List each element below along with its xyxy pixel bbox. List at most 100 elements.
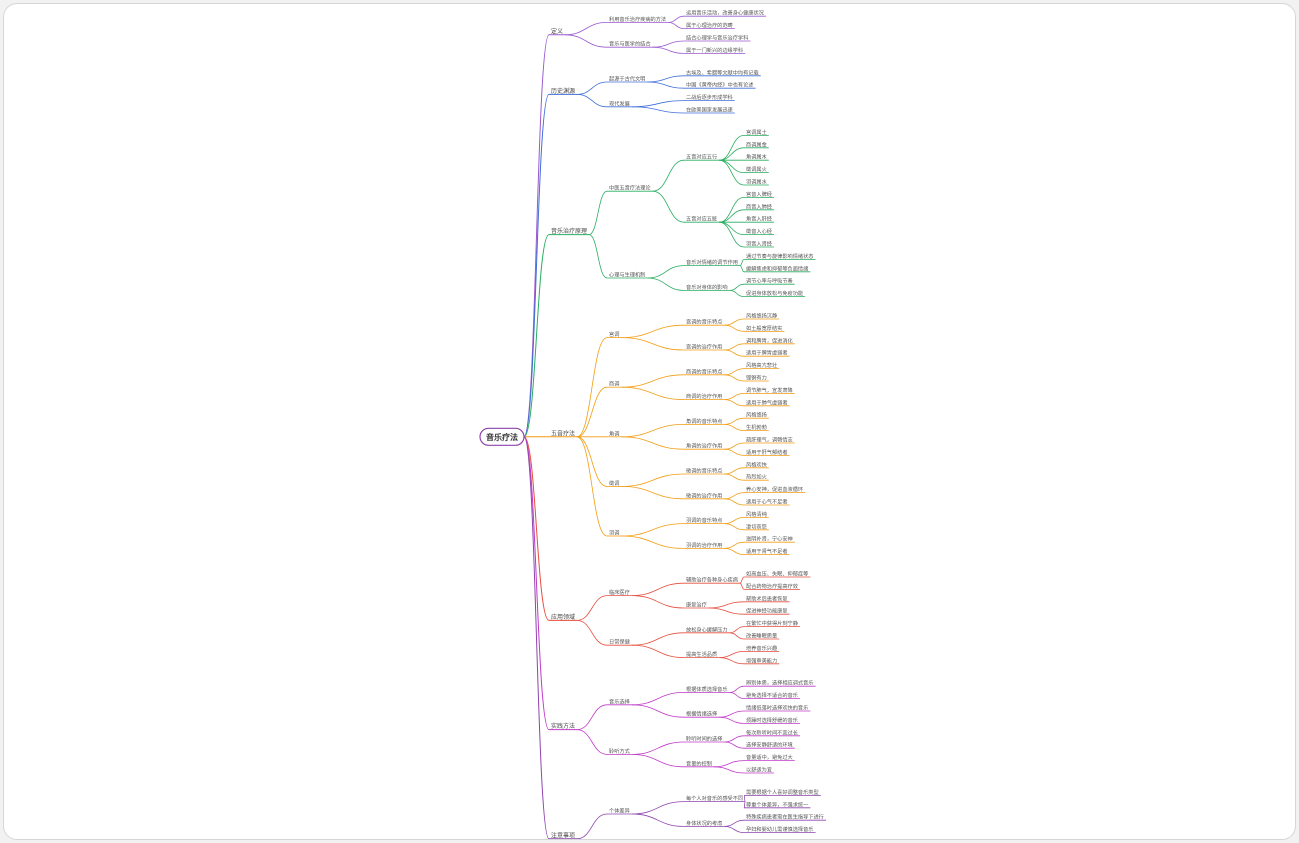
topic-node-label[interactable]: 临床医疗 [609, 588, 630, 596]
leaf-node-label[interactable]: 需要根据个人喜好调整音乐类型 [746, 788, 819, 796]
topic-node-label[interactable]: 音量的控制 [686, 759, 712, 767]
topic-node-label[interactable]: 音乐与医学的结合 [609, 40, 651, 48]
topic-node-label[interactable]: 商调的音乐特点 [686, 367, 722, 375]
topic-node-label[interactable]: 聆听时间的选择 [686, 735, 723, 743]
leaf-node-label[interactable]: 运用音乐活动，改善身心健康状况 [686, 9, 765, 17]
leaf-node-label[interactable]: 属于一门新兴的边缘学科 [686, 46, 743, 54]
topic-node-label[interactable]: 聆听方式 [609, 747, 631, 755]
leaf-node-label[interactable]: 缓解焦虑和抑郁等负面情绪 [746, 264, 808, 272]
branch-node-label[interactable]: 定义 [551, 27, 563, 35]
topic-node-label[interactable]: 提高生活品质 [686, 650, 717, 658]
topic-node-label[interactable]: 放松身心缓解压力 [686, 625, 728, 633]
leaf-node-label[interactable]: 情绪低落时选择欢快的音乐 [746, 704, 808, 712]
leaf-node-label[interactable]: 调和脾胃，促进消化 [746, 336, 793, 344]
leaf-node-label[interactable]: 风格高亢悲壮 [746, 361, 777, 369]
leaf-node-label[interactable]: 宫调属土 [746, 128, 767, 136]
topic-node-label[interactable]: 起源于古代文明 [609, 75, 645, 83]
topic-node-label[interactable]: 每个人对音乐的感受不同 [686, 794, 743, 802]
topic-node-label[interactable]: 角调的治疗作用 [686, 442, 722, 450]
leaf-node-label[interactable]: 宫音入脾经 [746, 190, 772, 198]
leaf-node-label[interactable]: 培养音乐兴趣 [746, 644, 777, 652]
leaf-node-label[interactable]: 选择安静舒适的环境 [746, 741, 793, 749]
leaf-node-label[interactable]: 商调属金 [746, 140, 768, 148]
leaf-node-label[interactable]: 凄切哀怨 [746, 522, 767, 530]
branch-node-label[interactable]: 实践方法 [551, 722, 575, 730]
leaf-node-label[interactable]: 羽音入肾经 [746, 240, 772, 248]
leaf-node-label[interactable]: 如土般宽厚结实 [746, 324, 782, 332]
leaf-node-label[interactable]: 适用于脾胃虚弱者 [746, 349, 788, 357]
leaf-node-label[interactable]: 促进身体放松与免疫功能 [746, 289, 803, 297]
branch-node-label[interactable]: 应用领域 [551, 613, 575, 621]
topic-node-label[interactable]: 五音对应五行 [686, 153, 717, 161]
leaf-node-label[interactable]: 风格欢快 [746, 460, 768, 468]
leaf-node-label[interactable]: 促进神经功能康复 [746, 607, 788, 615]
leaf-node-label[interactable]: 适用于心气不足者 [746, 498, 788, 506]
topic-node-label[interactable]: 音乐对身体的影响 [686, 283, 728, 291]
topic-node-label[interactable]: 根据体质选择音乐 [686, 685, 728, 693]
leaf-node-label[interactable]: 二战后逐步形成学科 [686, 93, 733, 101]
leaf-node-label[interactable]: 适用于肺气虚弱者 [746, 398, 788, 406]
branch-node-label[interactable]: 音乐治疗原理 [551, 227, 587, 235]
leaf-node-label[interactable]: 商音入肺经 [746, 202, 772, 210]
leaf-node-label[interactable]: 滋阴补肾，宁心安神 [746, 535, 793, 543]
leaf-node-label[interactable]: 铿锵有力 [746, 374, 767, 382]
leaf-node-label[interactable]: 风格清纯 [746, 510, 767, 518]
root-node[interactable]: 音乐疗法 [479, 427, 525, 446]
leaf-node-label[interactable]: 属于心理治疗的范畴 [686, 21, 733, 29]
topic-node-label[interactable]: 心理与生理机制 [609, 271, 645, 279]
leaf-node-label[interactable]: 古埃及、希腊等文献中均有记载 [686, 68, 759, 76]
topic-node-label[interactable]: 徵调 [609, 479, 619, 487]
leaf-node-label[interactable]: 避免选择不适合的音乐 [746, 691, 798, 699]
leaf-node-label[interactable]: 调节肺气，宣发肃降 [746, 386, 793, 394]
leaf-node-label[interactable]: 结合心理学与音乐治疗学科 [686, 34, 748, 42]
topic-node-label[interactable]: 音乐对情绪的调节作用 [686, 258, 738, 266]
topic-node-label[interactable]: 商调的治疗作用 [686, 392, 722, 400]
topic-node-label[interactable]: 羽调 [609, 529, 619, 537]
topic-node-label[interactable]: 身体状况的考虑 [686, 819, 722, 827]
topic-node-label[interactable]: 个体差异 [609, 807, 630, 815]
leaf-node-label[interactable]: 疏肝理气，调畅情志 [746, 436, 793, 444]
leaf-node-label[interactable]: 适用于肾气不足者 [746, 547, 788, 555]
leaf-node-label[interactable]: 在欧美国家发展迅速 [686, 106, 733, 114]
leaf-node-label[interactable]: 羽调属水 [746, 178, 768, 186]
branch-node-label[interactable]: 五音疗法 [551, 429, 575, 437]
leaf-node-label[interactable]: 调节心率与呼吸节奏 [746, 277, 794, 285]
topic-node-label[interactable]: 利用音乐治疗疾病的方法 [609, 15, 666, 23]
leaf-node-label[interactable]: 如高血压、失眠、抑郁症等 [746, 570, 808, 578]
topic-node-label[interactable]: 康复治疗 [686, 601, 707, 609]
topic-node-label[interactable]: 音乐选择 [609, 697, 631, 705]
topic-node-label[interactable]: 宫调 [609, 330, 619, 338]
branch-node-label[interactable]: 注意事项 [551, 831, 575, 839]
topic-node-label[interactable]: 羽调的治疗作用 [686, 541, 722, 549]
leaf-node-label[interactable]: 热烈如火 [746, 473, 767, 481]
topic-node-label[interactable]: 商调 [609, 380, 619, 388]
leaf-node-label[interactable]: 增强审美能力 [746, 656, 777, 664]
leaf-node-label[interactable]: 风格悠扬沉静 [746, 312, 778, 320]
leaf-node-label[interactable]: 尊重个体差异，不强求统一 [746, 800, 808, 808]
topic-node-label[interactable]: 辅助治疗各种身心疾病 [686, 576, 738, 584]
leaf-node-label[interactable]: 养心安神，促进血液循环 [746, 485, 803, 493]
leaf-node-label[interactable]: 孕妇和婴幼儿需谨慎选择音乐 [746, 825, 813, 833]
leaf-node-label[interactable]: 每次聆听时间不宜过长 [746, 728, 799, 736]
topic-node-label[interactable]: 羽调的音乐特点 [686, 516, 722, 524]
branch-node-label[interactable]: 历史渊源 [551, 87, 575, 95]
leaf-node-label[interactable]: 改善睡眠质量 [746, 632, 777, 640]
leaf-node-label[interactable]: 风格悠扬 [746, 411, 767, 419]
leaf-node-label[interactable]: 帮助术后患者恢复 [746, 594, 788, 602]
topic-node-label[interactable]: 宫调的音乐特点 [686, 318, 722, 326]
leaf-node-label[interactable]: 配合药物治疗提高疗效 [746, 582, 799, 590]
leaf-node-label[interactable]: 角调属木 [746, 153, 768, 161]
leaf-node-label[interactable]: 辨别体质，选择相应调式音乐 [746, 679, 813, 687]
topic-node-label[interactable]: 徵调的治疗作用 [686, 491, 722, 499]
leaf-node-label[interactable]: 角音入肝经 [746, 215, 772, 223]
leaf-node-label[interactable]: 在繁忙中获得片刻宁静 [746, 619, 799, 627]
topic-node-label[interactable]: 五音对应五脏 [686, 215, 717, 223]
leaf-node-label[interactable]: 特殊疾病患者需在医生指导下进行 [746, 813, 824, 821]
leaf-node-label[interactable]: 徵调属火 [746, 165, 767, 173]
topic-node-label[interactable]: 角调 [609, 429, 619, 437]
leaf-node-label[interactable]: 音量适中，避免过大 [746, 753, 793, 761]
leaf-node-label[interactable]: 烦躁时选择舒缓的音乐 [746, 716, 798, 724]
leaf-node-label[interactable]: 徵音入心经 [746, 227, 772, 235]
topic-node-label[interactable]: 中医五音疗法理论 [609, 184, 651, 192]
topic-node-label[interactable]: 日常保健 [609, 638, 630, 646]
